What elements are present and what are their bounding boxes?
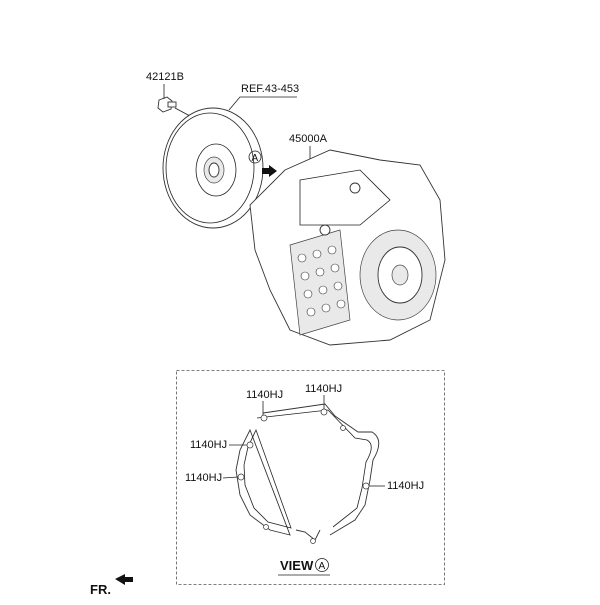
bolt-42121b[interactable] xyxy=(157,96,177,113)
front-label: FR. xyxy=(90,582,111,597)
view-a-marker-circle xyxy=(248,150,262,164)
view-title: VIEW xyxy=(280,558,314,573)
label-42121b: 42121B xyxy=(146,71,184,83)
label-1140hj-2: 1140HJ xyxy=(305,383,342,395)
gasket[interactable] xyxy=(235,403,380,544)
label-1140hj-5: 1140HJ xyxy=(387,480,424,492)
label-ref-43-453[interactable]: REF.43-453 xyxy=(241,83,299,95)
leader-bolt-center xyxy=(174,107,191,117)
leader-1140hj-4 xyxy=(222,476,239,479)
view-title-letter: A xyxy=(319,561,326,572)
front-arrow-icon xyxy=(115,574,133,585)
view-a-box xyxy=(176,370,445,585)
view-arrow-icon xyxy=(262,165,277,177)
view-a-marker-letter: A xyxy=(252,153,259,164)
leader-ref xyxy=(228,96,297,111)
label-1140hj-3: 1140HJ xyxy=(190,439,227,451)
label-1140hj-1: 1140HJ xyxy=(246,389,283,401)
view-title-circle xyxy=(315,558,329,572)
torque-converter[interactable] xyxy=(162,107,264,229)
label-45000a: 45000A xyxy=(289,133,328,145)
label-1140hj-4: 1140HJ xyxy=(185,472,222,484)
transmission-assembly[interactable] xyxy=(249,149,446,346)
